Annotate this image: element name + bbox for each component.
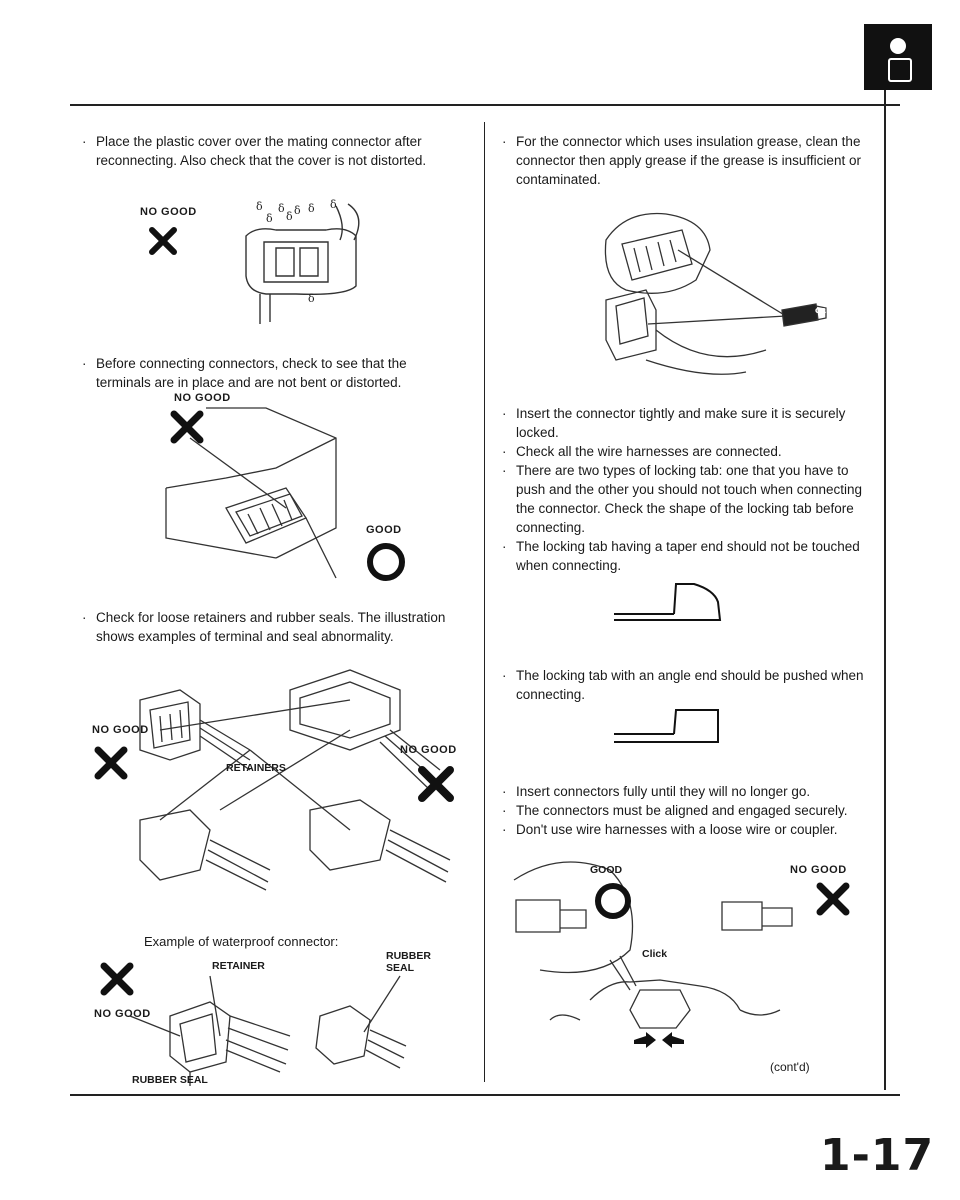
right-bullets-a: ·Insert the connector tightly and make s…: [502, 404, 872, 575]
grease-connector-illustration: [586, 200, 856, 380]
svg-text:δ: δ: [308, 202, 315, 215]
retainers-label: RETAINERS: [226, 762, 286, 774]
terminal-good-o-icon: [364, 540, 408, 584]
engagement-no-good-label: NO GOOD: [790, 864, 847, 876]
right-frame-line: [884, 90, 886, 1090]
waterproof-connector-illustration: [150, 976, 410, 1076]
angle-end-tab-icon: [614, 700, 734, 750]
svg-text:δ: δ: [286, 210, 293, 223]
engagement-illustration: [500, 860, 840, 1048]
waterproof-caption: Example of waterproof connector:: [144, 934, 339, 949]
taper-end-tab-icon: [614, 580, 734, 630]
grease-tube-label: GREASE: [815, 307, 847, 315]
engagement-good-o-icon: [590, 878, 636, 924]
terminal-good-label: GOOD: [366, 524, 402, 536]
top-rule: [70, 104, 900, 106]
bottom-rule: [70, 1094, 900, 1096]
svg-text:δ: δ: [266, 212, 273, 225]
bullet-b-2: ·The connectors must be aligned and enga…: [502, 803, 848, 818]
waterproof-seal-label-top: SEAL: [386, 962, 415, 974]
engagement-no-good-x-icon: [814, 880, 854, 920]
engagement-good-label: GOOD: [590, 864, 623, 876]
left-item-2: ·Before connecting connectors, check to …: [82, 356, 407, 390]
terminal-no-good-label: NO GOOD: [174, 392, 231, 404]
svg-text:δ: δ: [256, 200, 263, 213]
bullet-a-1: ·Insert the connector tightly and make s…: [502, 406, 846, 440]
waterproof-rubber-label-top: RUBBER: [386, 950, 431, 962]
svg-text:δ: δ: [308, 292, 315, 305]
terminal-connector-illustration: [166, 408, 366, 558]
retainer-right-no-good-x-icon: [416, 764, 460, 808]
section-tab-icon: [864, 24, 932, 90]
retainer-right-no-good-label: NO GOOD: [400, 744, 457, 756]
bullet-b-1: ·Insert connectors fully until they will…: [502, 784, 811, 799]
svg-text:δ: δ: [294, 204, 301, 217]
terminal-no-good-x-icon: [168, 408, 208, 448]
continued-note: (cont'd): [770, 1060, 810, 1074]
bullet-a-4: ·The locking tab having a taper end shou…: [502, 539, 860, 573]
retainers-illustration: [100, 670, 470, 890]
retainer-left-no-good-x-icon: [92, 744, 132, 784]
waterproof-no-good-label: NO GOOD: [94, 1008, 151, 1020]
svg-text:δ: δ: [330, 198, 337, 211]
cover-no-good-x-icon: [148, 226, 178, 256]
retainer-left-no-good-label: NO GOOD: [92, 724, 149, 736]
cover-no-good-label: NO GOOD: [140, 206, 197, 218]
left-item-1: ·Place the plastic cover over the mating…: [82, 134, 427, 168]
right-bullets-b: ·Insert connectors fully until they will…: [502, 782, 872, 839]
right-item-1: ·For the connector which uses insulation…: [502, 134, 861, 187]
waterproof-rubber-seal-label: RUBBER SEAL: [132, 1074, 208, 1086]
waterproof-no-good-x-icon: [98, 960, 138, 1000]
angle-end-note: ·The locking tab with an angle end shoul…: [502, 668, 864, 702]
bullet-a-2: ·Check all the wire harnesses are connec…: [502, 444, 782, 459]
click-label: Click: [642, 948, 668, 960]
left-item-3: ·Check for loose retainers and rubber se…: [82, 610, 446, 644]
bullet-b-3: ·Don't use wire harnesses with a loose w…: [502, 822, 838, 837]
bullet-a-3: ·There are two types of locking tab: one…: [502, 463, 863, 535]
column-divider: [484, 122, 485, 1082]
waterproof-retainer-label: RETAINER: [212, 960, 265, 972]
svg-text:δ: δ: [278, 202, 285, 215]
page-number: 1-17: [820, 1130, 935, 1181]
